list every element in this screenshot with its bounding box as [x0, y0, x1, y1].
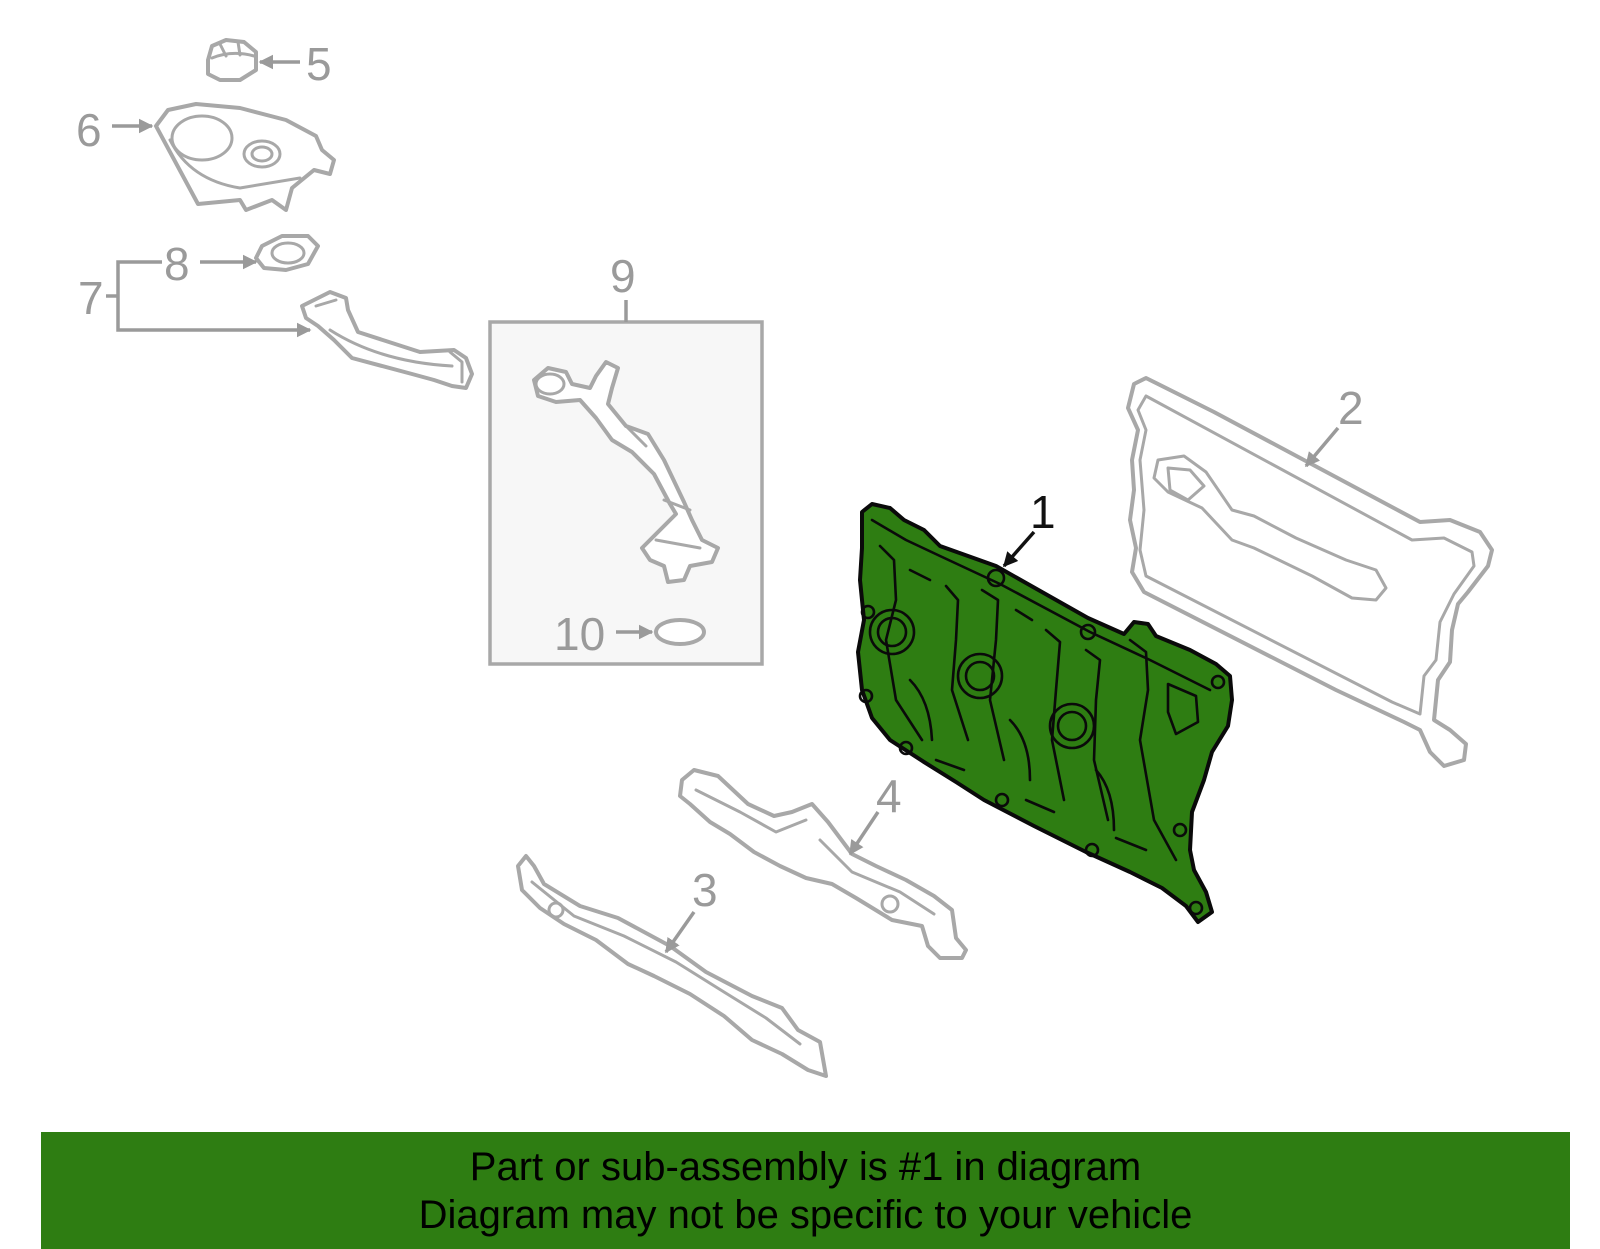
callout-3: 3: [692, 864, 718, 916]
callout-9: 9: [610, 250, 636, 302]
part-7-breather-hose[interactable]: [300, 290, 474, 390]
info-banner: Part or sub-assembly is #1 in diagram Di…: [41, 1132, 1570, 1249]
banner-line-2: Diagram may not be specific to your vehi…: [418, 1192, 1193, 1237]
callout-2: 2: [1338, 382, 1364, 434]
banner-line-1: Part or sub-assembly is #1 in diagram: [469, 1144, 1142, 1189]
parts-diagram: 1 2 3 4 5 6 7 8 9 10: [76, 38, 1494, 1078]
callout-6: 6: [76, 104, 102, 156]
callout-5: 5: [306, 38, 332, 90]
leader-lines: [106, 54, 1340, 954]
part-2-gasket[interactable]: [1126, 376, 1494, 768]
callout-8: 8: [164, 238, 190, 290]
part-8-seal[interactable]: [254, 234, 320, 272]
callout-10: 10: [554, 608, 605, 660]
callout-4: 4: [876, 770, 902, 822]
part-5-oil-filler-cap[interactable]: [206, 38, 258, 82]
part-10-o-ring[interactable]: [654, 618, 706, 646]
part-9-group-box: [488, 320, 764, 666]
part-6-engine-cover[interactable]: [154, 102, 336, 212]
callout-7: 7: [78, 272, 104, 324]
part-3-gasket-strip[interactable]: [516, 854, 828, 1078]
part-1-valve-cover[interactable]: [856, 502, 1234, 924]
callout-1: 1: [1030, 486, 1056, 538]
part-4-heat-shield[interactable]: [678, 768, 968, 960]
